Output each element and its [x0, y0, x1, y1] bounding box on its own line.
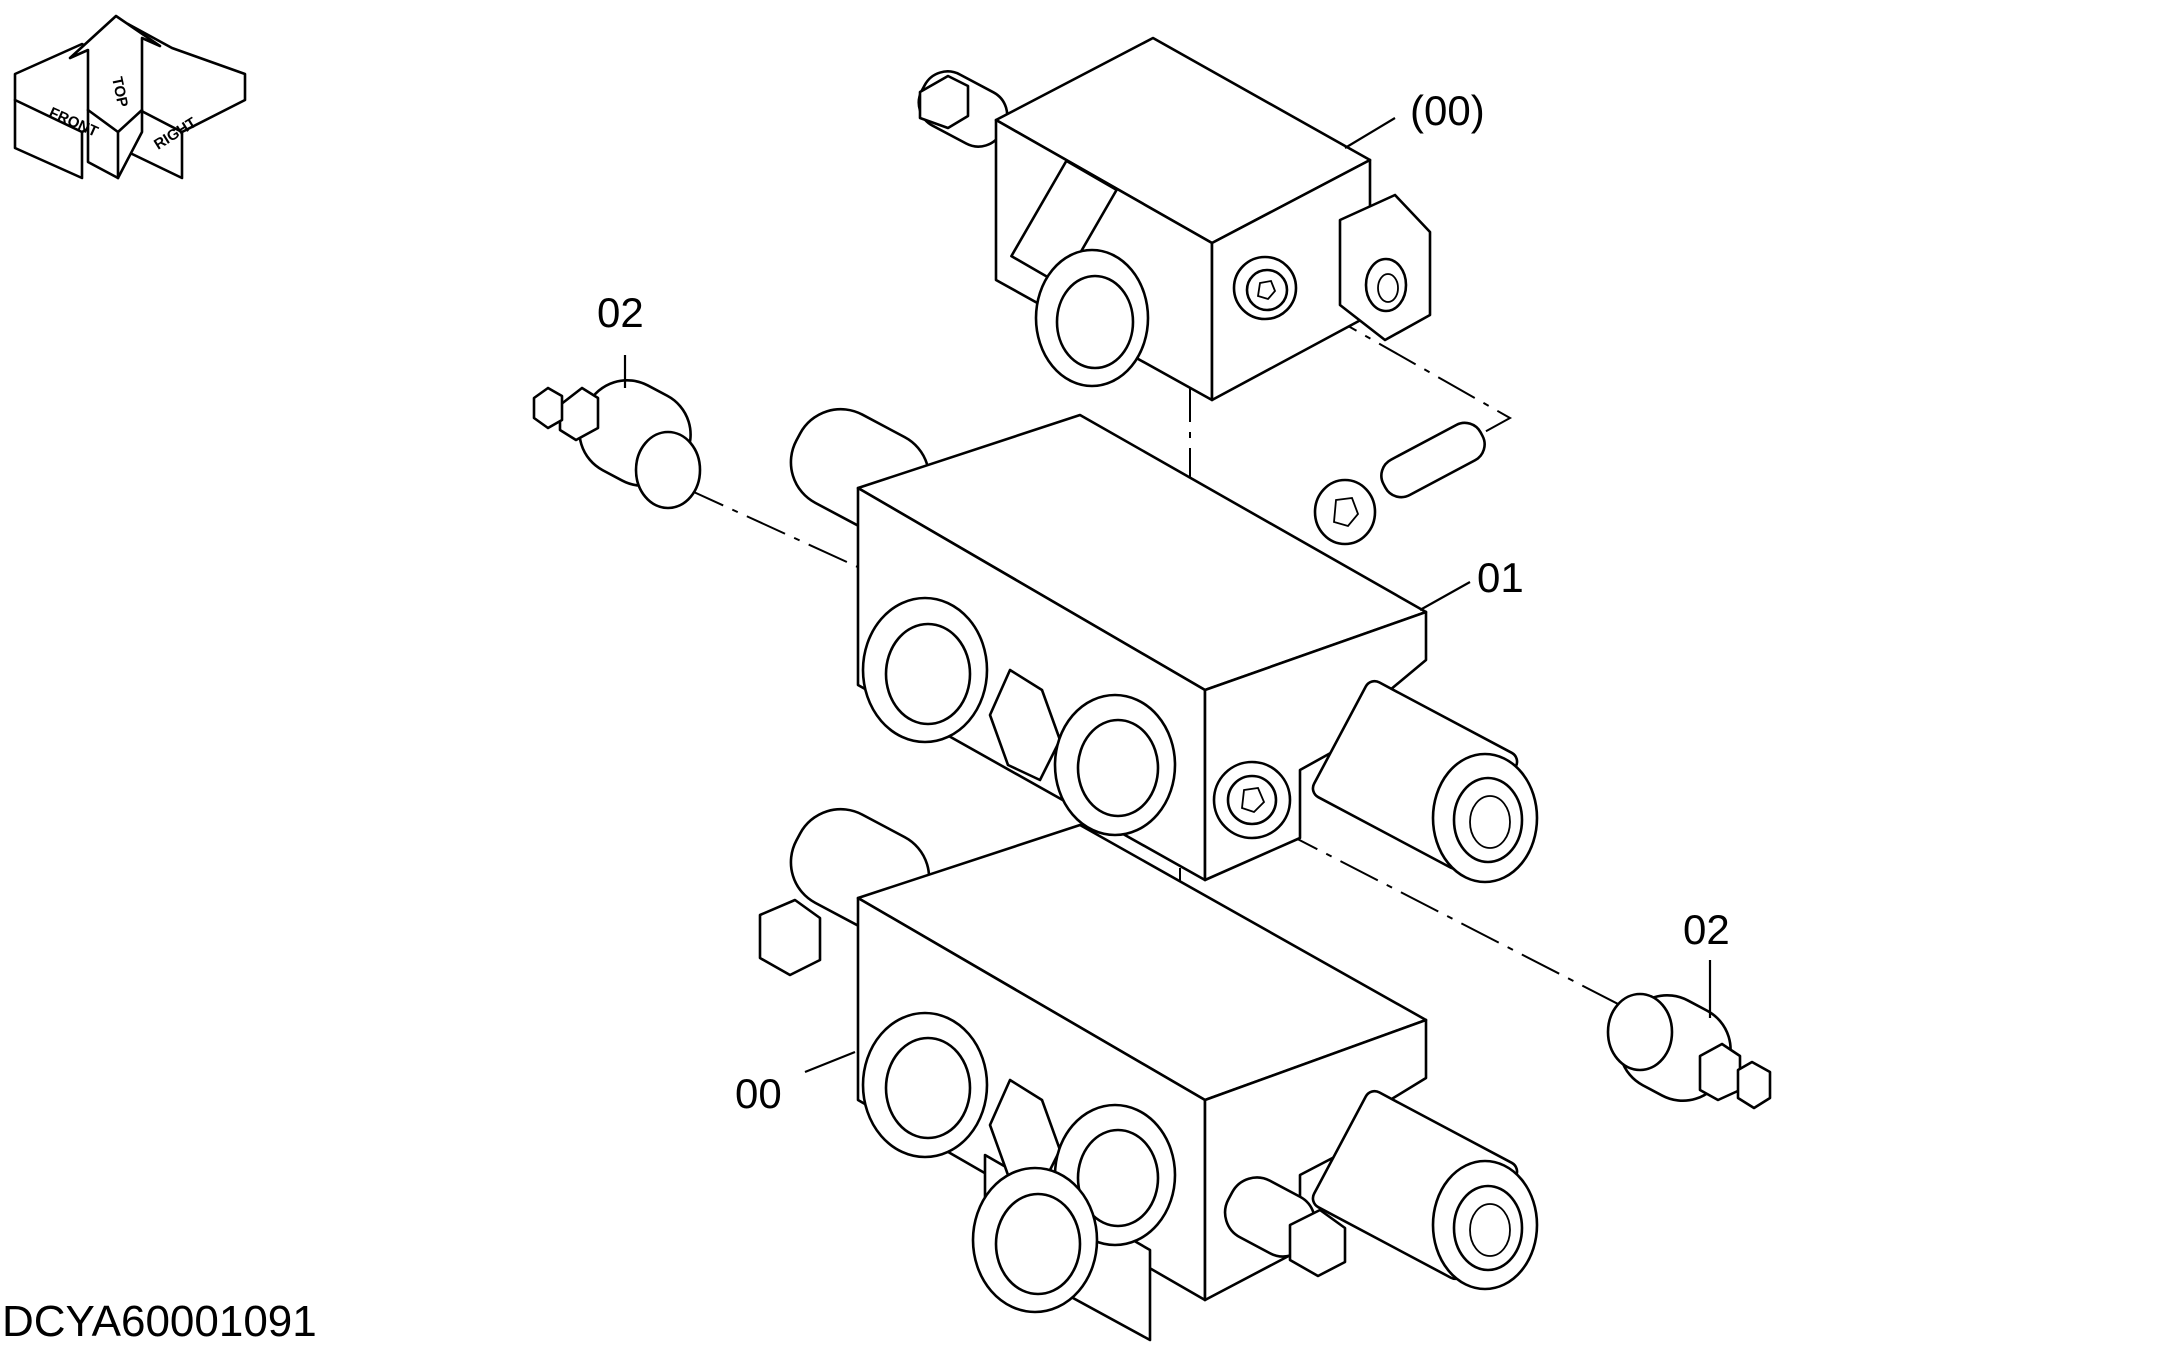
plug-left [532, 379, 702, 510]
callout-assembly: 00 [735, 1070, 782, 1117]
orientation-top-label: TOP [108, 75, 131, 108]
bottom-valve-assembly [758, 807, 1539, 1342]
valve-body-01 [789, 407, 1539, 884]
cap-screw [1313, 421, 1486, 546]
callout-assembly-ref: (00) [1410, 87, 1485, 134]
drawing-number: DCYA60001091 [2, 1297, 317, 1345]
plug-right [1606, 992, 1772, 1110]
top-relief-valve [917, 36, 1432, 402]
callout-valve-body: 01 [1477, 554, 1524, 601]
orientation-compass-icon: FRONT TOP RIGHT [13, 14, 247, 180]
callout-plug-top: 02 [597, 289, 644, 336]
callout-plug-bottom: 02 [1683, 906, 1730, 953]
leader-lines [623, 117, 1712, 1074]
